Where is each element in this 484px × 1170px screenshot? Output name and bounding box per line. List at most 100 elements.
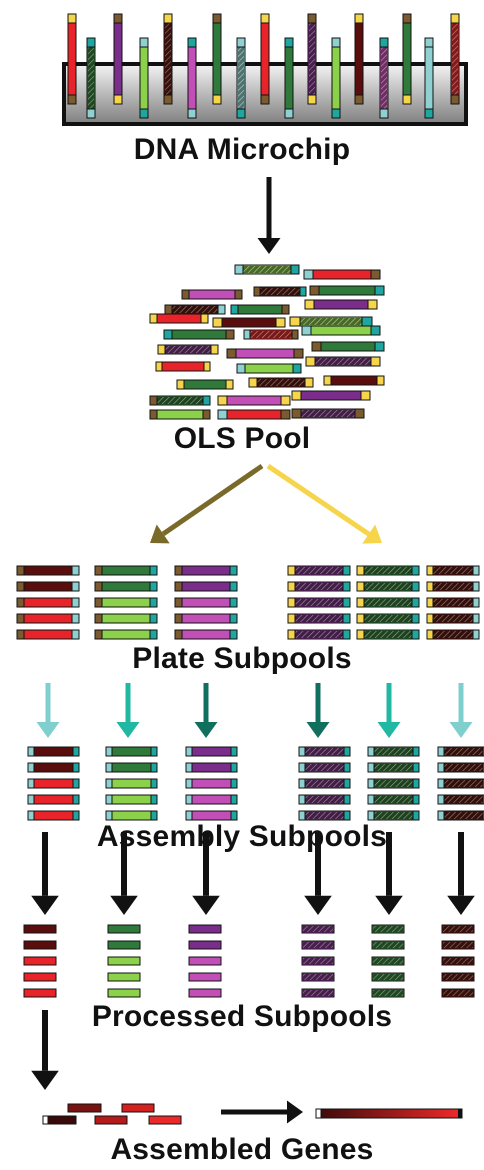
processed-oligo	[188, 972, 222, 982]
oligo-cap-left	[356, 565, 365, 576]
oligo-cap-left	[243, 329, 251, 340]
oligo-cap-left	[304, 299, 315, 310]
oligo-cap-left	[105, 810, 113, 821]
oligo-cap-right	[342, 629, 351, 640]
arrow-assembly-to-processed-head	[192, 895, 220, 915]
strand-cap-top	[260, 13, 270, 24]
oligo-body	[217, 409, 291, 420]
oligo-hatch	[433, 583, 473, 590]
oligo-cap-left	[226, 348, 237, 359]
gene-end-cap	[458, 1109, 462, 1118]
oligo-cap-right	[200, 313, 209, 324]
oligo-cap-right	[210, 344, 219, 355]
oligo-cap-right	[343, 810, 351, 821]
oligo-body	[212, 317, 286, 328]
arrow-assembly-to-processed-head	[375, 895, 403, 915]
oligo-hatch	[305, 796, 344, 803]
oligo-body	[236, 363, 302, 374]
oligo-cap-left	[236, 363, 246, 374]
fragment-bar	[148, 1115, 182, 1125]
oligo-cap-right	[150, 794, 158, 805]
oligo-cap-left	[16, 597, 25, 608]
oligo-hatch	[364, 567, 412, 574]
processed-oligo	[188, 924, 222, 934]
oligo-cap-right	[291, 329, 299, 340]
oligo-body	[27, 794, 80, 805]
oligo-hatch	[257, 379, 305, 386]
strand-body	[260, 13, 270, 105]
oligo-cap-left	[367, 794, 375, 805]
oligo-cap-right	[411, 613, 420, 624]
arrow-plate-to-assembly-head	[116, 722, 140, 738]
strand-cap-bottom	[67, 94, 77, 105]
oligo-hatch	[444, 780, 483, 787]
arrow-plate-to-assembly-head	[194, 722, 218, 738]
assembled-genes-group	[42, 1103, 463, 1125]
processed-oligo-hatch	[373, 958, 403, 964]
oligo-body	[174, 613, 238, 624]
oligo-cap-left	[94, 597, 103, 608]
arrow-fragments-to-gene-head	[287, 1100, 303, 1124]
strand-body	[331, 37, 341, 119]
oligo-cap-right	[71, 581, 80, 592]
oligo-cap-left	[367, 746, 375, 757]
oligo-cap-left	[174, 597, 183, 608]
processed-oligo	[107, 972, 141, 982]
assembled-gene-bar	[315, 1108, 463, 1119]
oligo-cap-left	[298, 778, 306, 789]
flow-arrows	[31, 177, 475, 1124]
oligo-cap-right	[230, 778, 238, 789]
oligo-body	[16, 581, 80, 592]
oligo-cap-right	[304, 377, 314, 388]
oligo-hatch	[364, 583, 412, 590]
oligo-cap-right	[150, 762, 158, 773]
oligo-cap-right	[472, 581, 480, 592]
oligo-cap-left	[174, 581, 183, 592]
oligo-cap-left	[176, 379, 185, 390]
oligo-cap-right	[292, 363, 302, 374]
processed-subpools-group	[23, 924, 475, 998]
oligo-hatch	[301, 410, 355, 417]
oligo-body	[176, 379, 234, 390]
oligo-body	[309, 285, 385, 296]
oligo-hatch	[295, 615, 343, 622]
processed-oligo	[107, 956, 141, 966]
arrow-assembly-to-processed-head	[447, 895, 475, 915]
processed-oligo	[107, 940, 141, 950]
oligo-cap-right	[72, 810, 80, 821]
oligo-cap-left	[367, 762, 375, 773]
oligo-cap-right	[472, 565, 480, 576]
oligo-cap-left	[426, 613, 434, 624]
oligo-body	[185, 762, 238, 773]
oligo-body	[174, 581, 238, 592]
arrow-plate-to-assembly-head	[36, 722, 60, 738]
oligo-hatch	[374, 812, 413, 819]
strand-cap-top	[379, 37, 389, 48]
label-dna-microchip: DNA Microchip	[133, 133, 351, 166]
oligo-cap-left	[27, 778, 35, 789]
oligo-cap-left	[287, 613, 296, 624]
strand-hatch	[381, 47, 387, 109]
oligo-cap-right	[342, 565, 351, 576]
oligo-cap-left	[16, 581, 25, 592]
strand-cap-top	[86, 37, 96, 48]
oligo-cap-right	[72, 794, 80, 805]
strand-hatch	[88, 47, 94, 109]
oligo-hatch	[374, 748, 413, 755]
oligo-cap-left	[94, 565, 103, 576]
oligo-body	[323, 375, 385, 386]
oligo-cap-right	[225, 379, 234, 390]
strand-cap-top	[212, 13, 222, 24]
oligo-hatch	[295, 631, 343, 638]
oligo-cap-right	[230, 746, 238, 757]
oligo-body	[291, 390, 371, 401]
oligo-cap-right	[411, 565, 420, 576]
oligo-cap-right	[367, 299, 378, 310]
oligo-hatch	[364, 631, 412, 638]
oligo-cap-left	[426, 581, 434, 592]
fragment-bar	[121, 1103, 155, 1113]
oligo-hatch	[444, 796, 483, 803]
oligo-cap-right	[412, 810, 420, 821]
oligo-cap-left	[94, 613, 103, 624]
oligo-cap-right	[361, 316, 373, 327]
